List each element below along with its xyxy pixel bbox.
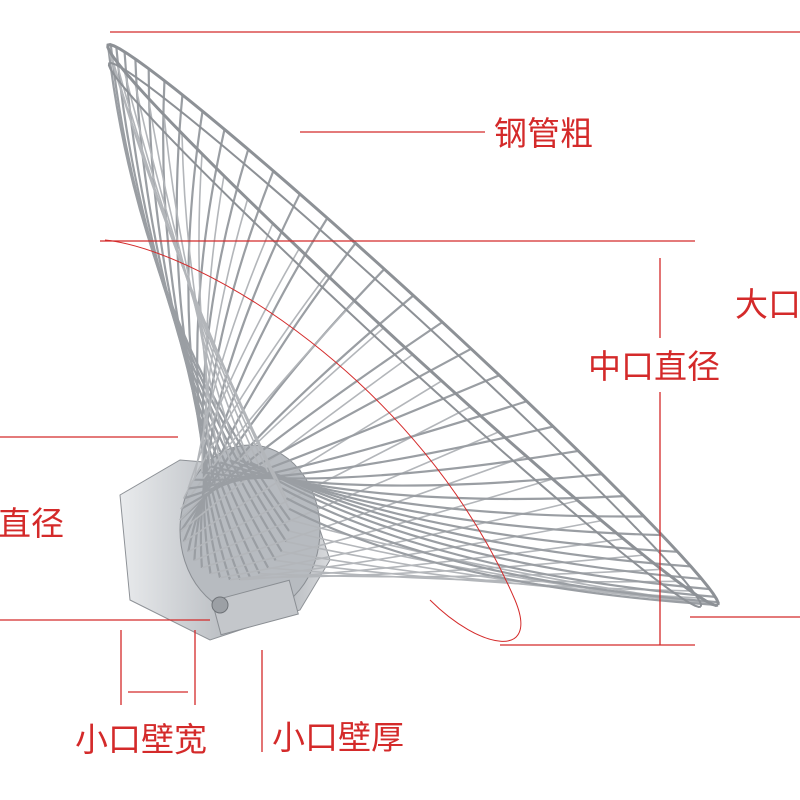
- rib-wire: [188, 400, 528, 490]
- rib-wire-back: [240, 538, 624, 581]
- rib-wire-back: [200, 198, 249, 473]
- label-small-wall-width: 小口壁宽: [75, 720, 207, 759]
- label-small-diameter: 直径: [0, 504, 64, 543]
- rib-wire: [285, 497, 719, 604]
- rib-wire: [281, 487, 716, 598]
- rib-wire: [175, 94, 252, 579]
- rib-wire-back: [180, 300, 356, 510]
- dimension-lines: [0, 31, 800, 752]
- rib-wire-back: [210, 478, 553, 575]
- wire-rings: [106, 43, 720, 609]
- wire-ribs: [106, 44, 719, 607]
- rim-ring: [107, 61, 703, 609]
- label-small-wall-thickness: 小口壁厚: [272, 718, 404, 757]
- rib-wire-back: [193, 223, 274, 480]
- rib-wire-back: [194, 431, 500, 562]
- rib-wire: [275, 478, 710, 591]
- rib-wire: [196, 129, 232, 581]
- rib-wire-back: [201, 455, 527, 569]
- rib-wire: [201, 149, 250, 578]
- rib-wire: [199, 193, 301, 568]
- rib-wire-back: [187, 406, 471, 553]
- rib-wire-back: [268, 567, 678, 583]
- rib-wire: [180, 294, 415, 532]
- middle-ring-outline: [104, 239, 522, 642]
- rib-wire-back: [286, 540, 710, 604]
- rib-wire: [258, 465, 691, 568]
- label-pipe-thickness: 钢管粗: [494, 114, 593, 153]
- rib-wire-back: [182, 274, 328, 499]
- rib-wire: [193, 217, 329, 561]
- rim-ring: [106, 43, 720, 607]
- rib-wire-back: [250, 554, 644, 579]
- rib-wire: [162, 80, 261, 575]
- rib-wire-back: [107, 44, 290, 510]
- label-large-mouth: 大口: [735, 285, 800, 324]
- rib-wire: [288, 507, 719, 607]
- rib-wire: [267, 471, 702, 581]
- rib-wire: [147, 68, 270, 569]
- rib-wire: [187, 111, 242, 581]
- label-middle-diameter: 中口直径: [588, 347, 720, 386]
- rib-wire-back: [107, 47, 287, 499]
